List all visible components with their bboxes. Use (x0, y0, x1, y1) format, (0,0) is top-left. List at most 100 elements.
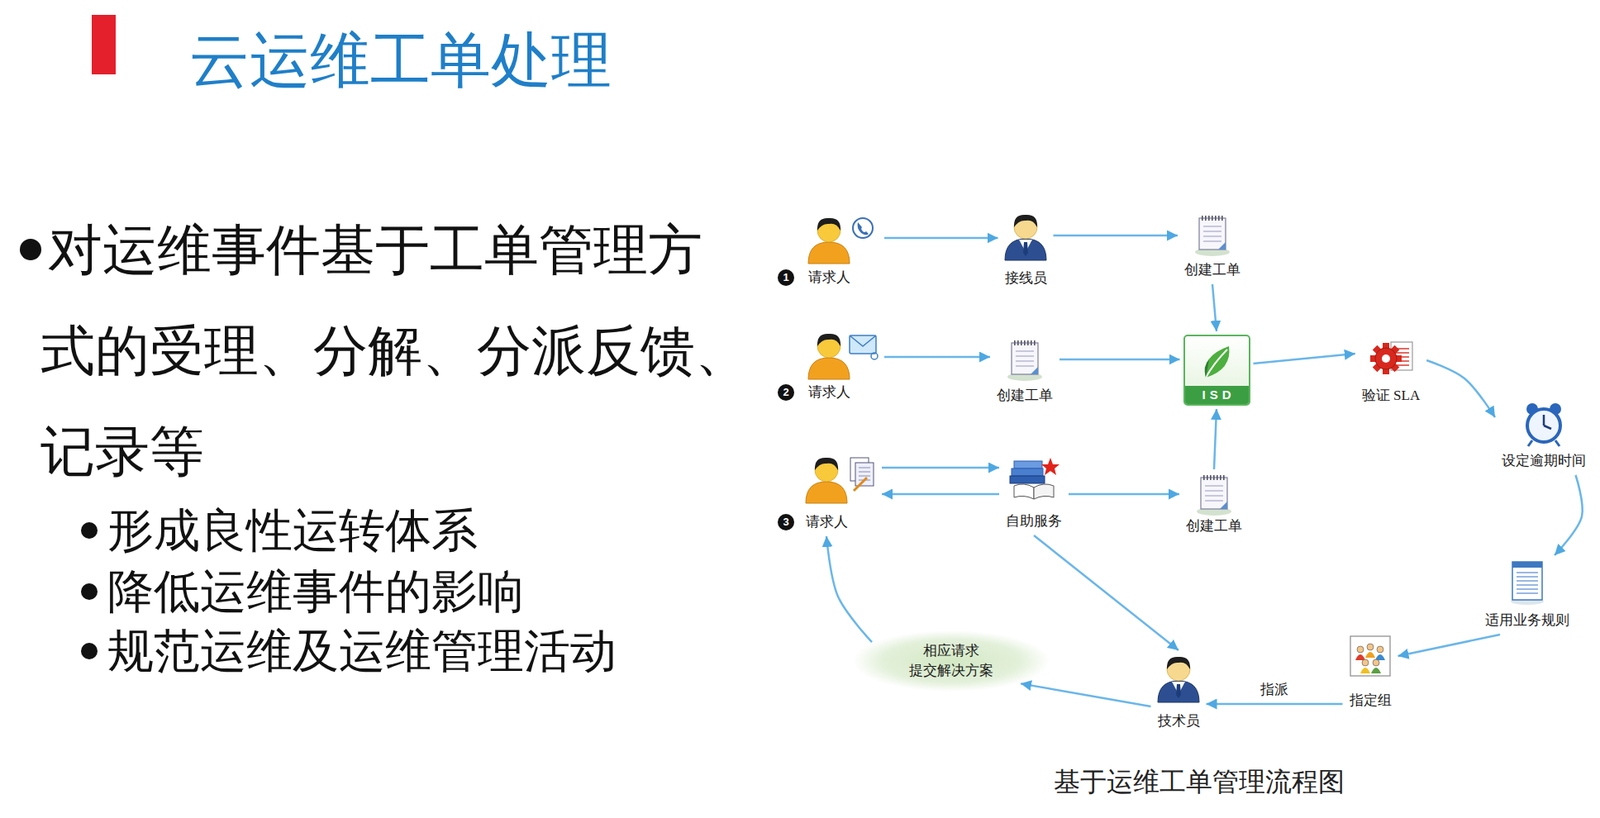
bullet-dot (80, 522, 98, 539)
flow-step: 创建工单 (1180, 213, 1244, 281)
graphic-part (805, 481, 848, 504)
graphic-part (1206, 475, 1209, 481)
sub-bullet-text: 降低运维事件的影响 (107, 561, 524, 622)
callout-number-text: 2 (782, 385, 789, 399)
graphic-part (858, 476, 871, 477)
node-label: 技术员 (1157, 712, 1200, 731)
flow-arrow (884, 237, 999, 240)
graphic-part (1219, 475, 1222, 481)
graphic-part (1512, 561, 1543, 568)
callout-number-text: 3 (782, 515, 789, 529)
graphic-part (1014, 340, 1016, 346)
graphic-part (1375, 347, 1397, 370)
callout-number: 3 (777, 514, 795, 531)
graphic-part (1004, 238, 1047, 261)
graphic-part (1157, 680, 1200, 703)
node-label: 创建工单 (996, 386, 1053, 405)
graphic-part (1360, 667, 1371, 674)
graphic-part (1014, 461, 1043, 469)
graphic-part (1381, 354, 1391, 363)
sub-bullet-text: 规范运维及运维管理活动 (107, 621, 617, 681)
graphic-part (871, 352, 878, 360)
flow-arrow (1554, 475, 1583, 556)
graphic-part (1512, 561, 1543, 600)
graphic-part (1371, 667, 1381, 674)
graphic-part (1166, 657, 1191, 670)
callout-number: 2 (777, 384, 795, 401)
graphic-part (1204, 500, 1224, 501)
node-label: 指定组 (1349, 691, 1392, 710)
bullet-dot (80, 583, 98, 600)
staff-icon (1002, 211, 1049, 262)
graphic-part (1017, 340, 1020, 346)
graphic-part (1357, 646, 1364, 653)
graphic-part (1204, 495, 1224, 496)
flow-arrow (881, 493, 1000, 496)
flow-arrow (1068, 493, 1180, 496)
edge-label: 指派 (1258, 681, 1291, 699)
graphic-part (1209, 475, 1212, 481)
graphic-part (1213, 475, 1215, 481)
graphic-part (1027, 340, 1029, 346)
graphic-part (1203, 225, 1222, 227)
accent-bar (91, 14, 116, 75)
graphic-part (1218, 215, 1220, 221)
flow-step: 设定逾期时间 (1498, 399, 1590, 472)
graphic-part (808, 357, 850, 380)
node-label: 创建工单 (1185, 517, 1243, 536)
graphic-part (1218, 242, 1226, 250)
graphic-part (1204, 215, 1207, 221)
graphic-part (1366, 643, 1374, 651)
flow-arrow (1053, 234, 1179, 238)
bullet-dot (80, 642, 98, 660)
graphic-part (1030, 366, 1039, 375)
graphic-part (1372, 659, 1380, 667)
flow-step: 自助服务 (1002, 454, 1066, 533)
req-icon (804, 454, 879, 505)
graphic-part (1555, 440, 1560, 447)
graphic-part (1350, 636, 1391, 677)
node-label: 适用业务规则 (1485, 611, 1570, 630)
graphic-part (1204, 490, 1224, 491)
graphic-part (1204, 359, 1210, 378)
figure-caption: 基于运维工单管理流程图 (1053, 765, 1345, 799)
graphic-part (1516, 576, 1539, 577)
node-label: ISD (1185, 385, 1249, 405)
graphic-part (1023, 242, 1029, 257)
flow-arrow (1212, 284, 1217, 332)
graphic-part (1205, 349, 1228, 378)
graphic-part (1204, 346, 1229, 378)
staff-icon (1155, 653, 1202, 704)
graphic-part (1516, 592, 1539, 594)
flow-arrow (881, 466, 1000, 470)
flow-arrow (884, 356, 991, 359)
graphic-part (1543, 425, 1552, 429)
node-label: 自助服务 (1005, 512, 1062, 531)
graphic-part (1365, 652, 1376, 658)
graphic-part (1395, 352, 1410, 353)
flow-arrow (1033, 535, 1179, 651)
system-box: ISD (1183, 334, 1251, 406)
graphic-part (1211, 215, 1214, 221)
flow-step: 适用业务规则 (1481, 558, 1573, 632)
doc-icon (1193, 472, 1235, 516)
graphic-part (857, 222, 870, 235)
flow-arrow (1253, 353, 1356, 364)
graphic-part (1528, 440, 1533, 447)
graphic-part (1014, 484, 1034, 500)
graphic-part (1015, 350, 1034, 352)
flow-step: 验证 SLA (1358, 333, 1424, 407)
graphic-part (849, 335, 877, 354)
bullet-dot (19, 238, 42, 261)
doc-icon (1004, 338, 1046, 381)
graphic-part (1015, 360, 1034, 362)
graphic-part (1023, 340, 1026, 346)
flow-arrow (1206, 703, 1343, 706)
graphic-part (1033, 484, 1054, 500)
graphic-part (1219, 501, 1228, 510)
doc-icon (1191, 213, 1234, 257)
book-icon (1007, 454, 1061, 501)
sub-bullet-text: 形成良性运转体系 (107, 500, 478, 561)
node-label: 请求人 (808, 268, 851, 287)
graphic-part (1033, 340, 1036, 346)
